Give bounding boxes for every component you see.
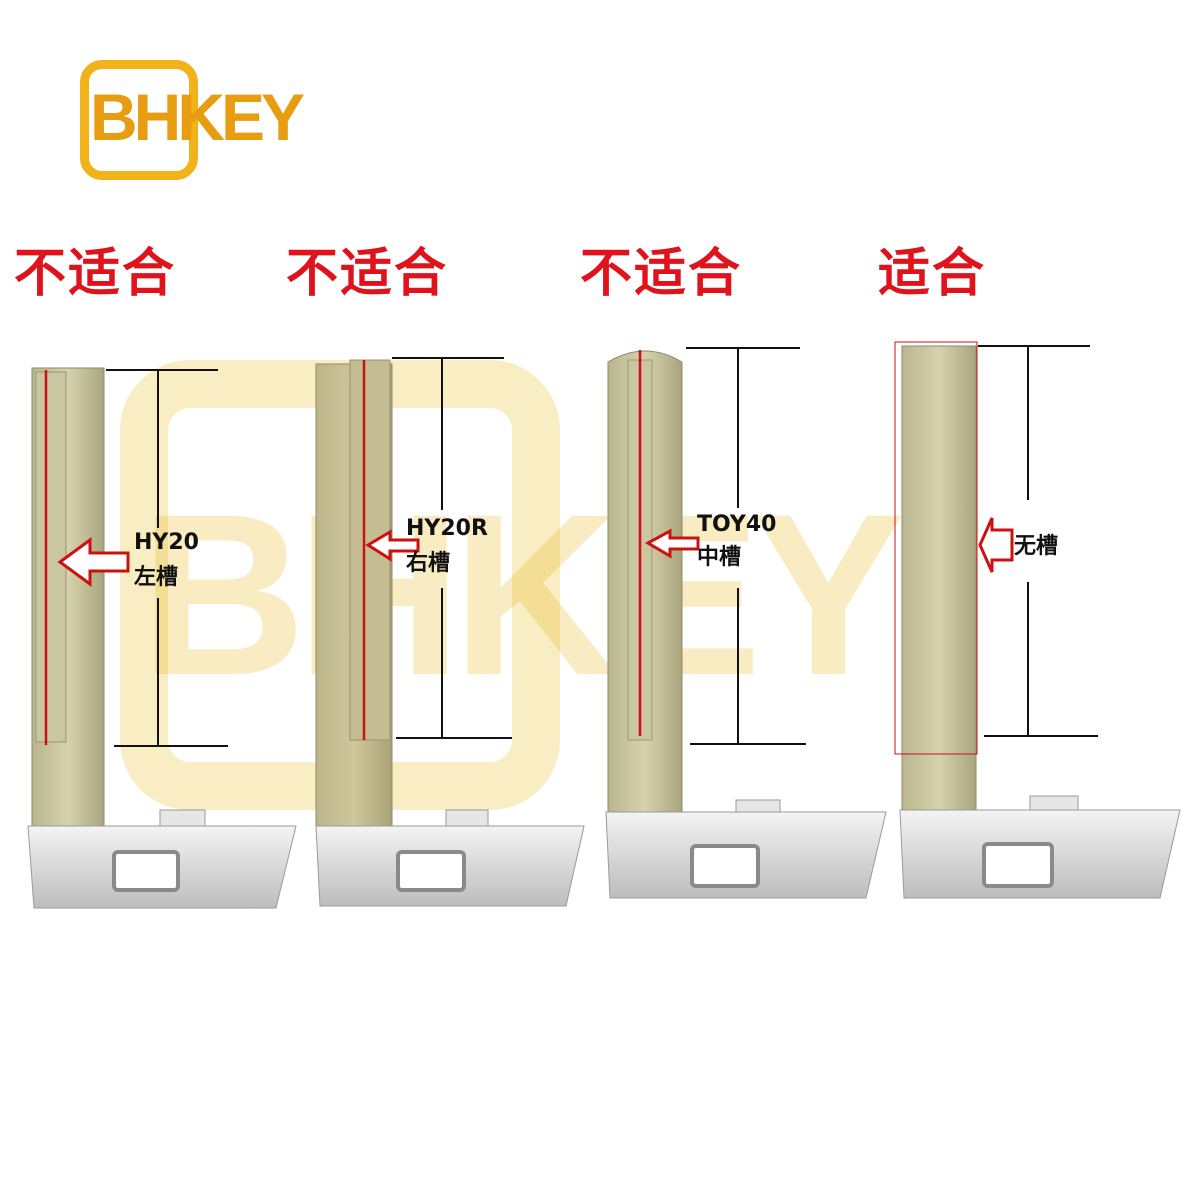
arrow-icon bbox=[57, 537, 130, 587]
groove bbox=[35, 371, 67, 743]
heading-unsuitable-2: 不适合 bbox=[286, 244, 449, 304]
groove-type: 中槽 bbox=[697, 545, 742, 571]
key-no-groove bbox=[894, 341, 1181, 899]
key-slot bbox=[396, 850, 466, 892]
key-tab bbox=[159, 809, 206, 827]
dimension-lines bbox=[686, 347, 806, 745]
key-label-hy20r: HY20R 右槽 bbox=[406, 516, 488, 577]
groove-type: 右槽 bbox=[406, 551, 451, 577]
logo-frame bbox=[80, 60, 198, 180]
groove-type: 左槽 bbox=[134, 565, 179, 591]
key-label-no-groove: 无槽 bbox=[1014, 534, 1058, 559]
blade-outline-marker bbox=[894, 341, 978, 755]
key-slot bbox=[982, 842, 1054, 888]
brand-logo: BHKEY bbox=[80, 60, 340, 184]
dimension-lines bbox=[106, 369, 228, 747]
key-code: TOY40 bbox=[697, 512, 777, 537]
key-label-toy40: TOY40 中槽 bbox=[697, 512, 776, 571]
groove-type: 无槽 bbox=[1014, 534, 1059, 559]
arrow-icon bbox=[365, 529, 420, 562]
arrow-icon bbox=[644, 528, 700, 559]
key-toy40 bbox=[605, 347, 887, 899]
logo-text: BHKEY bbox=[90, 80, 305, 154]
arrow-icon bbox=[978, 517, 1014, 573]
heading-unsuitable-1: 不适合 bbox=[14, 244, 177, 304]
heading-unsuitable-3: 不适合 bbox=[580, 244, 743, 304]
key-tab bbox=[445, 809, 489, 827]
key-code: HY20 bbox=[134, 530, 199, 555]
heading-suitable: 适合 bbox=[878, 244, 987, 304]
key-label-hy20: HY20 左槽 bbox=[134, 530, 199, 591]
key-blade bbox=[901, 345, 977, 819]
key-hy20 bbox=[27, 367, 297, 909]
key-slot bbox=[690, 844, 760, 888]
key-hy20r bbox=[315, 357, 585, 907]
key-tab bbox=[1029, 795, 1079, 811]
dimension-lines bbox=[978, 345, 1098, 737]
key-code: HY20R bbox=[406, 516, 488, 541]
key-slot bbox=[112, 850, 180, 892]
dimension-lines bbox=[392, 357, 512, 739]
